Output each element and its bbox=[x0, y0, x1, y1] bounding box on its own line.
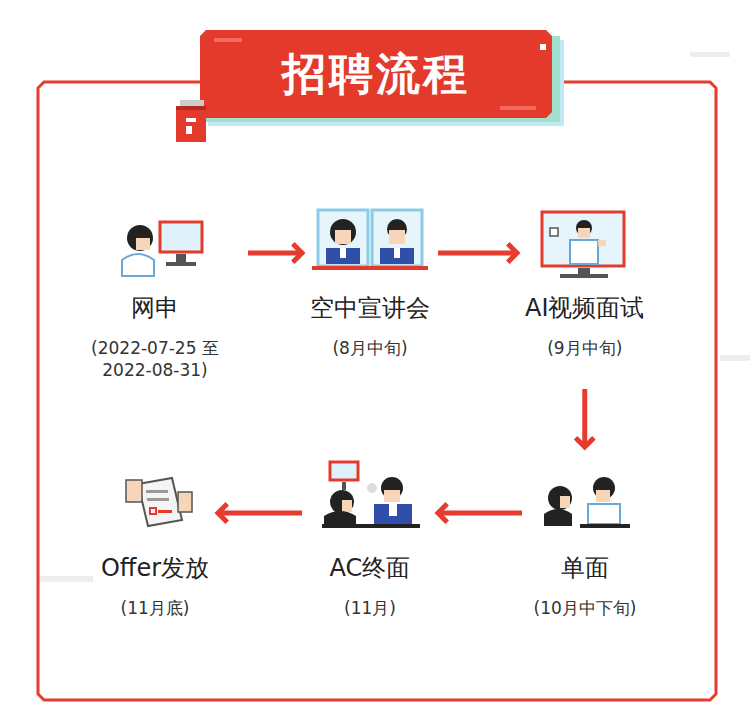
step-label: Offer发放 bbox=[100, 553, 210, 583]
flow-arrow bbox=[438, 504, 522, 522]
step-date: (11月底) bbox=[100, 597, 210, 619]
online-apply-icon bbox=[122, 222, 202, 276]
video-interview-icon bbox=[542, 212, 624, 278]
step-date: (11月) bbox=[310, 597, 430, 619]
step-label: 网申 bbox=[70, 293, 240, 323]
step-node: 网申 (2022-07-25 至2022-08-31) bbox=[70, 205, 240, 381]
offer-icon bbox=[126, 478, 192, 526]
step-label: AC终面 bbox=[310, 553, 430, 583]
tag-icon bbox=[176, 100, 206, 142]
live-talk-icon bbox=[312, 210, 428, 270]
title-banner bbox=[200, 30, 564, 126]
step-label: 空中宣讲会 bbox=[310, 293, 430, 323]
step-label: 单面 bbox=[530, 553, 640, 583]
step-node: AC终面 (11月) bbox=[310, 465, 430, 619]
step-label: AI视频面试 bbox=[525, 293, 645, 323]
title-text: 招聘流程 bbox=[200, 32, 552, 116]
decor-bars bbox=[38, 52, 750, 582]
flow-arrow bbox=[218, 504, 302, 522]
step-node: Offer发放 (11月底) bbox=[100, 465, 210, 619]
flow-arrow bbox=[438, 244, 517, 262]
step-date: (8月中旬) bbox=[310, 337, 430, 359]
step-node: 单面 (10月中下旬) bbox=[530, 465, 640, 619]
step-node: 空中宣讲会 (8月中旬) bbox=[310, 205, 430, 359]
flow-arrow bbox=[576, 389, 594, 447]
ac-interview-icon bbox=[322, 462, 420, 528]
frame bbox=[38, 82, 716, 700]
step-date: (2022-07-25 至2022-08-31) bbox=[70, 337, 240, 381]
flow-arrow bbox=[248, 244, 302, 262]
step-date: (9月中旬) bbox=[525, 337, 645, 359]
step-date: (10月中下旬) bbox=[530, 597, 640, 619]
step-node: AI视频面试 (9月中旬) bbox=[525, 205, 645, 359]
single-interview-icon bbox=[544, 477, 630, 528]
